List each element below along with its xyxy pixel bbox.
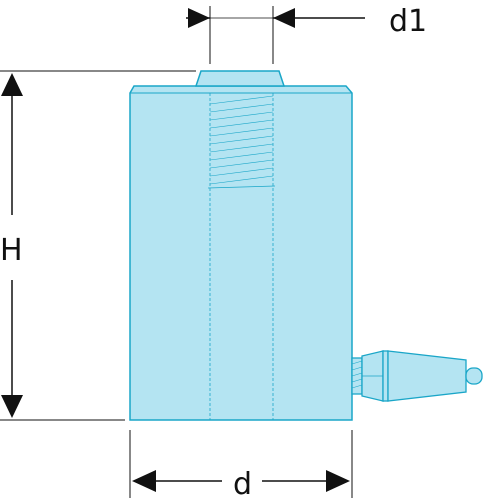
d1-dimension — [186, 6, 365, 64]
hydraulic-coupler — [351, 350, 483, 402]
cylinder-body — [129, 85, 353, 421]
d1-left-arrowhead — [188, 8, 210, 28]
h-bottom-arrowhead — [1, 395, 23, 418]
coupler-nozzle — [387, 350, 467, 402]
d-right-arrowhead — [326, 470, 350, 492]
d-dimension — [129, 430, 353, 498]
d-left-arrowhead — [132, 470, 156, 492]
coupler-collar — [382, 350, 389, 402]
d1-label: d1 — [389, 4, 427, 39]
h-top-arrowhead — [1, 73, 23, 96]
coupler-tip — [465, 367, 483, 385]
d-label: d — [233, 467, 252, 500]
h-dimension — [0, 70, 196, 421]
d1-right-arrowhead — [273, 8, 295, 28]
thread-hatching — [209, 95, 274, 185]
threaded-bore — [207, 93, 276, 420]
h-label: H — [0, 233, 23, 268]
dimension-lines — [0, 6, 365, 498]
top-threaded-boss — [194, 70, 286, 87]
cylinder-body-group — [129, 70, 483, 421]
